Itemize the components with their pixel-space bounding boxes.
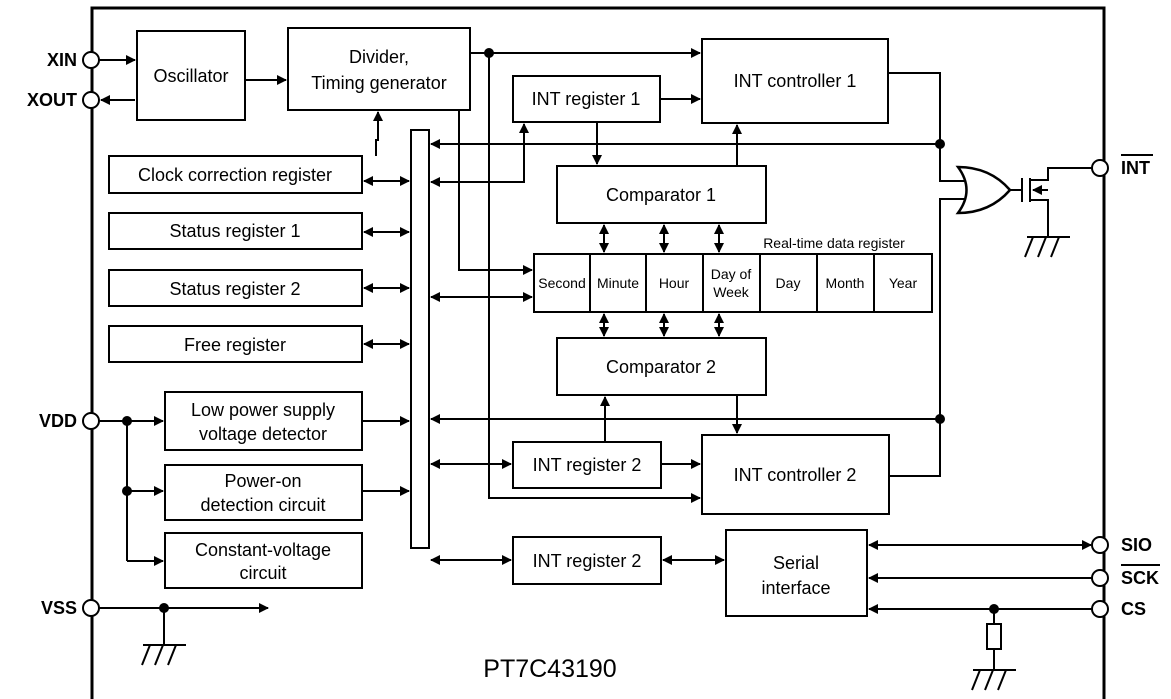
int-register-2-label-a: INT register 2 bbox=[533, 455, 642, 475]
constant-voltage-label-line1: Constant-voltage bbox=[195, 540, 331, 560]
cell-day: Day bbox=[776, 275, 801, 291]
cell-day-of-week-line1: Day of bbox=[711, 266, 752, 282]
int-register-1-block: INT register 1 bbox=[512, 75, 661, 123]
cell-year: Year bbox=[889, 275, 918, 291]
pin-vss-circle bbox=[82, 599, 100, 617]
power-on-label-line1: Power-on bbox=[224, 471, 301, 491]
ground-icon bbox=[1024, 228, 1070, 258]
chip-name: PT7C43190 bbox=[483, 655, 616, 683]
pin-sck-label: SCK bbox=[1121, 568, 1159, 588]
pin-sio-label: SIO bbox=[1121, 535, 1152, 555]
pin-cs-label: CS bbox=[1121, 599, 1146, 619]
constant-voltage-label-line2: circuit bbox=[239, 563, 286, 583]
int-controller-1-label: INT controller 1 bbox=[734, 71, 857, 91]
constant-voltage-block: Constant-voltage circuit bbox=[164, 532, 363, 589]
int-register-2-label-b: INT register 2 bbox=[533, 551, 642, 571]
int-register-2-block-b: INT register 2 bbox=[512, 536, 662, 585]
int-controller-2-block: INT controller 2 bbox=[701, 434, 890, 515]
int-register-1-label: INT register 1 bbox=[532, 89, 641, 109]
int-controller-2-label: INT controller 2 bbox=[734, 465, 857, 485]
cell-month: Month bbox=[826, 275, 865, 291]
comparator-1-label: Comparator 1 bbox=[606, 185, 716, 205]
status-register-2-label: Status register 2 bbox=[169, 279, 300, 299]
ground-icon bbox=[141, 644, 186, 666]
pin-int-circle bbox=[1091, 159, 1109, 177]
nmos-transistor bbox=[1021, 167, 1092, 228]
comparator-2-label: Comparator 2 bbox=[606, 357, 716, 377]
pin-sio-circle bbox=[1091, 536, 1109, 554]
ground-icon bbox=[971, 669, 1016, 691]
cell-day-of-week-line2: Week bbox=[713, 284, 750, 300]
status-register-1-block: Status register 1 bbox=[108, 212, 363, 250]
cell-minute: Minute bbox=[597, 275, 639, 291]
power-on-detection-block: Power-on detection circuit bbox=[164, 464, 363, 521]
comparator-1-block: Comparator 1 bbox=[556, 165, 767, 224]
clock-correction-register-label: Clock correction register bbox=[138, 165, 332, 185]
wires bbox=[99, 48, 1092, 670]
free-register-block: Free register bbox=[108, 325, 363, 363]
pin-cs-circle bbox=[1091, 600, 1109, 618]
realtime-data-register: Real-time data register Second Minute Ho… bbox=[533, 235, 933, 313]
low-power-detector-block: Low power supply voltage detector bbox=[164, 391, 363, 451]
divider-label-line2: Timing generator bbox=[311, 73, 446, 93]
clock-correction-register-block: Clock correction register bbox=[108, 155, 363, 194]
pin-vdd-circle bbox=[82, 412, 100, 430]
pin-int-label: INT bbox=[1121, 158, 1150, 178]
pin-xin-label: XIN bbox=[47, 50, 77, 70]
low-power-label-line1: Low power supply bbox=[191, 400, 335, 420]
pin-xout-label: XOUT bbox=[27, 90, 77, 110]
low-power-label-line2: voltage detector bbox=[199, 424, 327, 444]
or-gate bbox=[955, 165, 1012, 215]
status-register-1-label: Status register 1 bbox=[169, 221, 300, 241]
serial-interface-label-line2: interface bbox=[761, 578, 830, 598]
pin-sck-circle bbox=[1091, 569, 1109, 587]
power-on-label-line2: detection circuit bbox=[200, 495, 325, 515]
cell-second: Second bbox=[538, 275, 585, 291]
pin-xin-circle bbox=[82, 51, 100, 69]
free-register-label: Free register bbox=[184, 335, 286, 355]
pin-circles bbox=[82, 51, 1109, 618]
pin-vdd-label: VDD bbox=[39, 411, 77, 431]
status-register-2-block: Status register 2 bbox=[108, 269, 363, 307]
oscillator-label: Oscillator bbox=[153, 66, 228, 86]
realtime-register-title: Real-time data register bbox=[763, 235, 905, 251]
internal-bus bbox=[410, 129, 430, 549]
junction-dots bbox=[122, 48, 999, 614]
serial-interface-block: Serial interface bbox=[725, 529, 868, 617]
pin-xout-circle bbox=[82, 91, 100, 109]
chip-outline bbox=[90, 6, 1106, 699]
int-register-2-block-a: INT register 2 bbox=[512, 441, 662, 489]
serial-interface-label-line1: Serial bbox=[773, 553, 819, 573]
cell-hour: Hour bbox=[659, 275, 690, 291]
int-controller-1-block: INT controller 1 bbox=[701, 38, 889, 124]
cs-pulldown-resistor bbox=[986, 623, 1002, 650]
divider-timing-block: Divider, Timing generator bbox=[287, 27, 471, 111]
comparator-2-block: Comparator 2 bbox=[556, 337, 767, 396]
oscillator-block: Oscillator bbox=[136, 30, 246, 121]
pin-vss-label: VSS bbox=[41, 598, 77, 618]
divider-label-line1: Divider, bbox=[349, 47, 409, 67]
